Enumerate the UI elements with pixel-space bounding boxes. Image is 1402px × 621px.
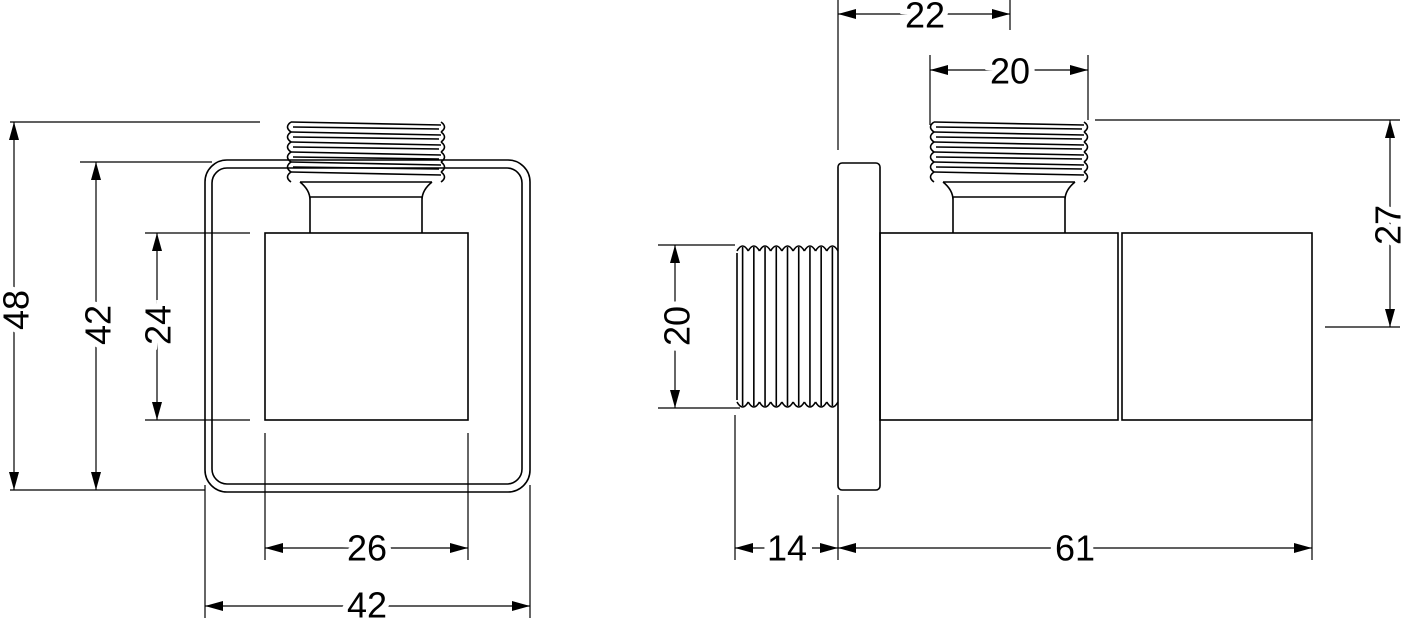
arrowhead <box>992 9 1010 19</box>
thread-line <box>933 171 1085 176</box>
arrowhead <box>670 390 680 408</box>
arrowhead <box>1070 65 1088 75</box>
dim-plate-height: 42 <box>78 305 119 345</box>
dim-outlet-height: 27 <box>1368 205 1402 245</box>
arrowhead <box>152 402 162 420</box>
thread-root <box>292 146 440 150</box>
valve-body-side <box>879 232 1119 421</box>
dim-inlet-thread: 20 <box>657 306 698 346</box>
thread-root <box>935 166 1083 170</box>
thread-crest-edge <box>929 171 1089 183</box>
dim-overall-height: 48 <box>0 290 37 330</box>
dim-body-height: 24 <box>138 305 179 345</box>
thread-line <box>933 131 1085 136</box>
thread-crest-edge <box>803 245 817 408</box>
thread-crest-edge <box>814 245 828 408</box>
dimension-arrows <box>9 9 1395 611</box>
arrowhead <box>838 9 856 19</box>
thread-crest-edge <box>781 245 794 408</box>
side-view <box>736 121 1313 491</box>
thread-root <box>935 126 1083 130</box>
arrowhead <box>1385 309 1395 327</box>
thread-crest-edge <box>286 131 446 143</box>
thread-crest-edge <box>929 131 1089 143</box>
thread-root <box>292 166 440 170</box>
thread-line <box>290 131 442 136</box>
arrowhead <box>9 472 19 490</box>
cover-plate-inner <box>211 167 523 485</box>
thread-root <box>292 126 440 130</box>
thread-crest-edge <box>758 245 772 408</box>
dimension-lines <box>13 13 1391 607</box>
thread-line <box>290 151 442 156</box>
thread-crest-edge <box>826 245 839 408</box>
thread-crest-edge <box>769 245 783 408</box>
thread-crest-edge <box>286 151 446 163</box>
dim-inlet-length: 14 <box>767 528 807 569</box>
arrowhead <box>930 65 948 75</box>
thread-crest-edge <box>929 121 1089 133</box>
thread-root <box>935 156 1083 160</box>
thread-line <box>290 161 442 166</box>
arrowhead <box>265 543 283 553</box>
arrowhead <box>205 601 223 611</box>
flange <box>837 162 881 491</box>
thread-line <box>290 141 442 146</box>
thread-crest-edge <box>286 161 446 173</box>
thread-crest-edge <box>286 141 446 153</box>
thread-line <box>290 121 442 126</box>
arrowhead <box>152 233 162 251</box>
dim-flange-to-outlet: 22 <box>905 0 945 36</box>
thread-line <box>933 141 1085 146</box>
thread-crest-edge <box>792 245 806 408</box>
arrowhead <box>1294 543 1312 553</box>
arrowhead <box>9 122 19 140</box>
arrowhead <box>670 245 680 263</box>
thread-root <box>935 146 1083 150</box>
outlet-thread-front <box>286 121 446 183</box>
arrowhead <box>838 543 856 553</box>
arrowhead <box>512 601 530 611</box>
arrowhead <box>91 162 101 180</box>
thread-line <box>290 171 442 176</box>
dim-body-width: 26 <box>347 528 387 569</box>
thread-root <box>292 156 440 160</box>
outlet-neck-front <box>299 181 433 233</box>
thread-crest-edge <box>286 171 446 183</box>
arrowhead <box>1385 120 1395 138</box>
thread-crest-edge <box>929 151 1089 163</box>
front-view <box>204 121 531 493</box>
thread-line <box>933 121 1085 126</box>
extension-lines <box>10 0 1400 618</box>
dim-body-length: 61 <box>1055 528 1095 569</box>
thread-root <box>935 136 1083 140</box>
thread-crest-edge <box>929 161 1089 173</box>
cover-plate-outer <box>204 159 531 493</box>
thread-crest-edge <box>736 245 749 408</box>
dim-plate-width: 42 <box>347 585 387 621</box>
thread-crest-edge <box>286 121 446 133</box>
thread-line <box>933 161 1085 166</box>
dim-outlet-thread: 20 <box>990 51 1030 92</box>
inlet-thread <box>736 245 839 408</box>
thread-root <box>292 136 440 140</box>
outlet-neck-side <box>942 181 1076 233</box>
thread-line <box>933 151 1085 156</box>
arrowhead <box>91 472 101 490</box>
valve-body-front <box>264 232 469 421</box>
arrowhead <box>450 543 468 553</box>
handle <box>1121 232 1313 421</box>
thread-crest-edge <box>929 141 1089 153</box>
arrowhead <box>735 543 753 553</box>
outlet-thread-side <box>929 121 1089 183</box>
arrowhead <box>820 543 838 553</box>
thread-crest-edge <box>747 245 761 408</box>
